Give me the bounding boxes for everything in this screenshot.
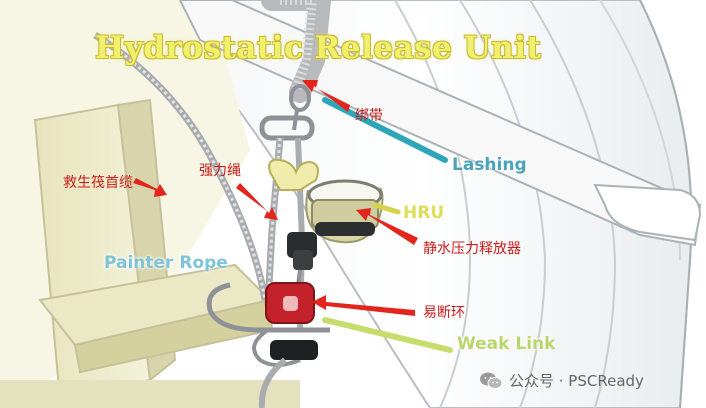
label-lashing-en: Lashing: [452, 155, 527, 175]
lashing-leader-line: [322, 97, 448, 163]
arrow-hru: [356, 208, 418, 245]
painter-rope: [93, 32, 269, 301]
label-lashing-zh: 绑带: [355, 108, 383, 124]
hru-leader-line: [372, 202, 401, 215]
cradle-frame: [0, 0, 300, 408]
weak-link-assembly: [206, 282, 330, 408]
red-arrows: [133, 80, 418, 316]
label-hru-en: HRU: [403, 203, 445, 223]
watermark-text: 公众号 · PSCReady: [509, 372, 644, 390]
hru-assembly: [259, 109, 384, 331]
diagram-title: Hydrostatic Release Unit: [95, 30, 542, 66]
wechat-icon: [480, 372, 503, 389]
arrow-liferaft-rope: [133, 178, 167, 197]
label-weak-link-zh: 易断环: [423, 305, 465, 321]
label-weak-link-en: Weak Link: [457, 334, 556, 354]
watermark: 公众号 · PSCReady: [479, 370, 644, 391]
label-liferaft-rope-zh: 救生筏首缆: [63, 175, 133, 191]
label-strong-rope-zh: 强力绳: [199, 163, 241, 179]
lashing-strap: [261, 0, 332, 112]
arrow-strong-rope: [236, 183, 278, 220]
weak-link-leader-line: [322, 317, 453, 353]
arrow-lashing: [302, 80, 350, 112]
label-hru-zh: 静水压力释放器: [423, 241, 521, 257]
arrow-weak-link: [312, 295, 415, 316]
label-painter-rope-en: Painter Rope: [104, 253, 228, 273]
